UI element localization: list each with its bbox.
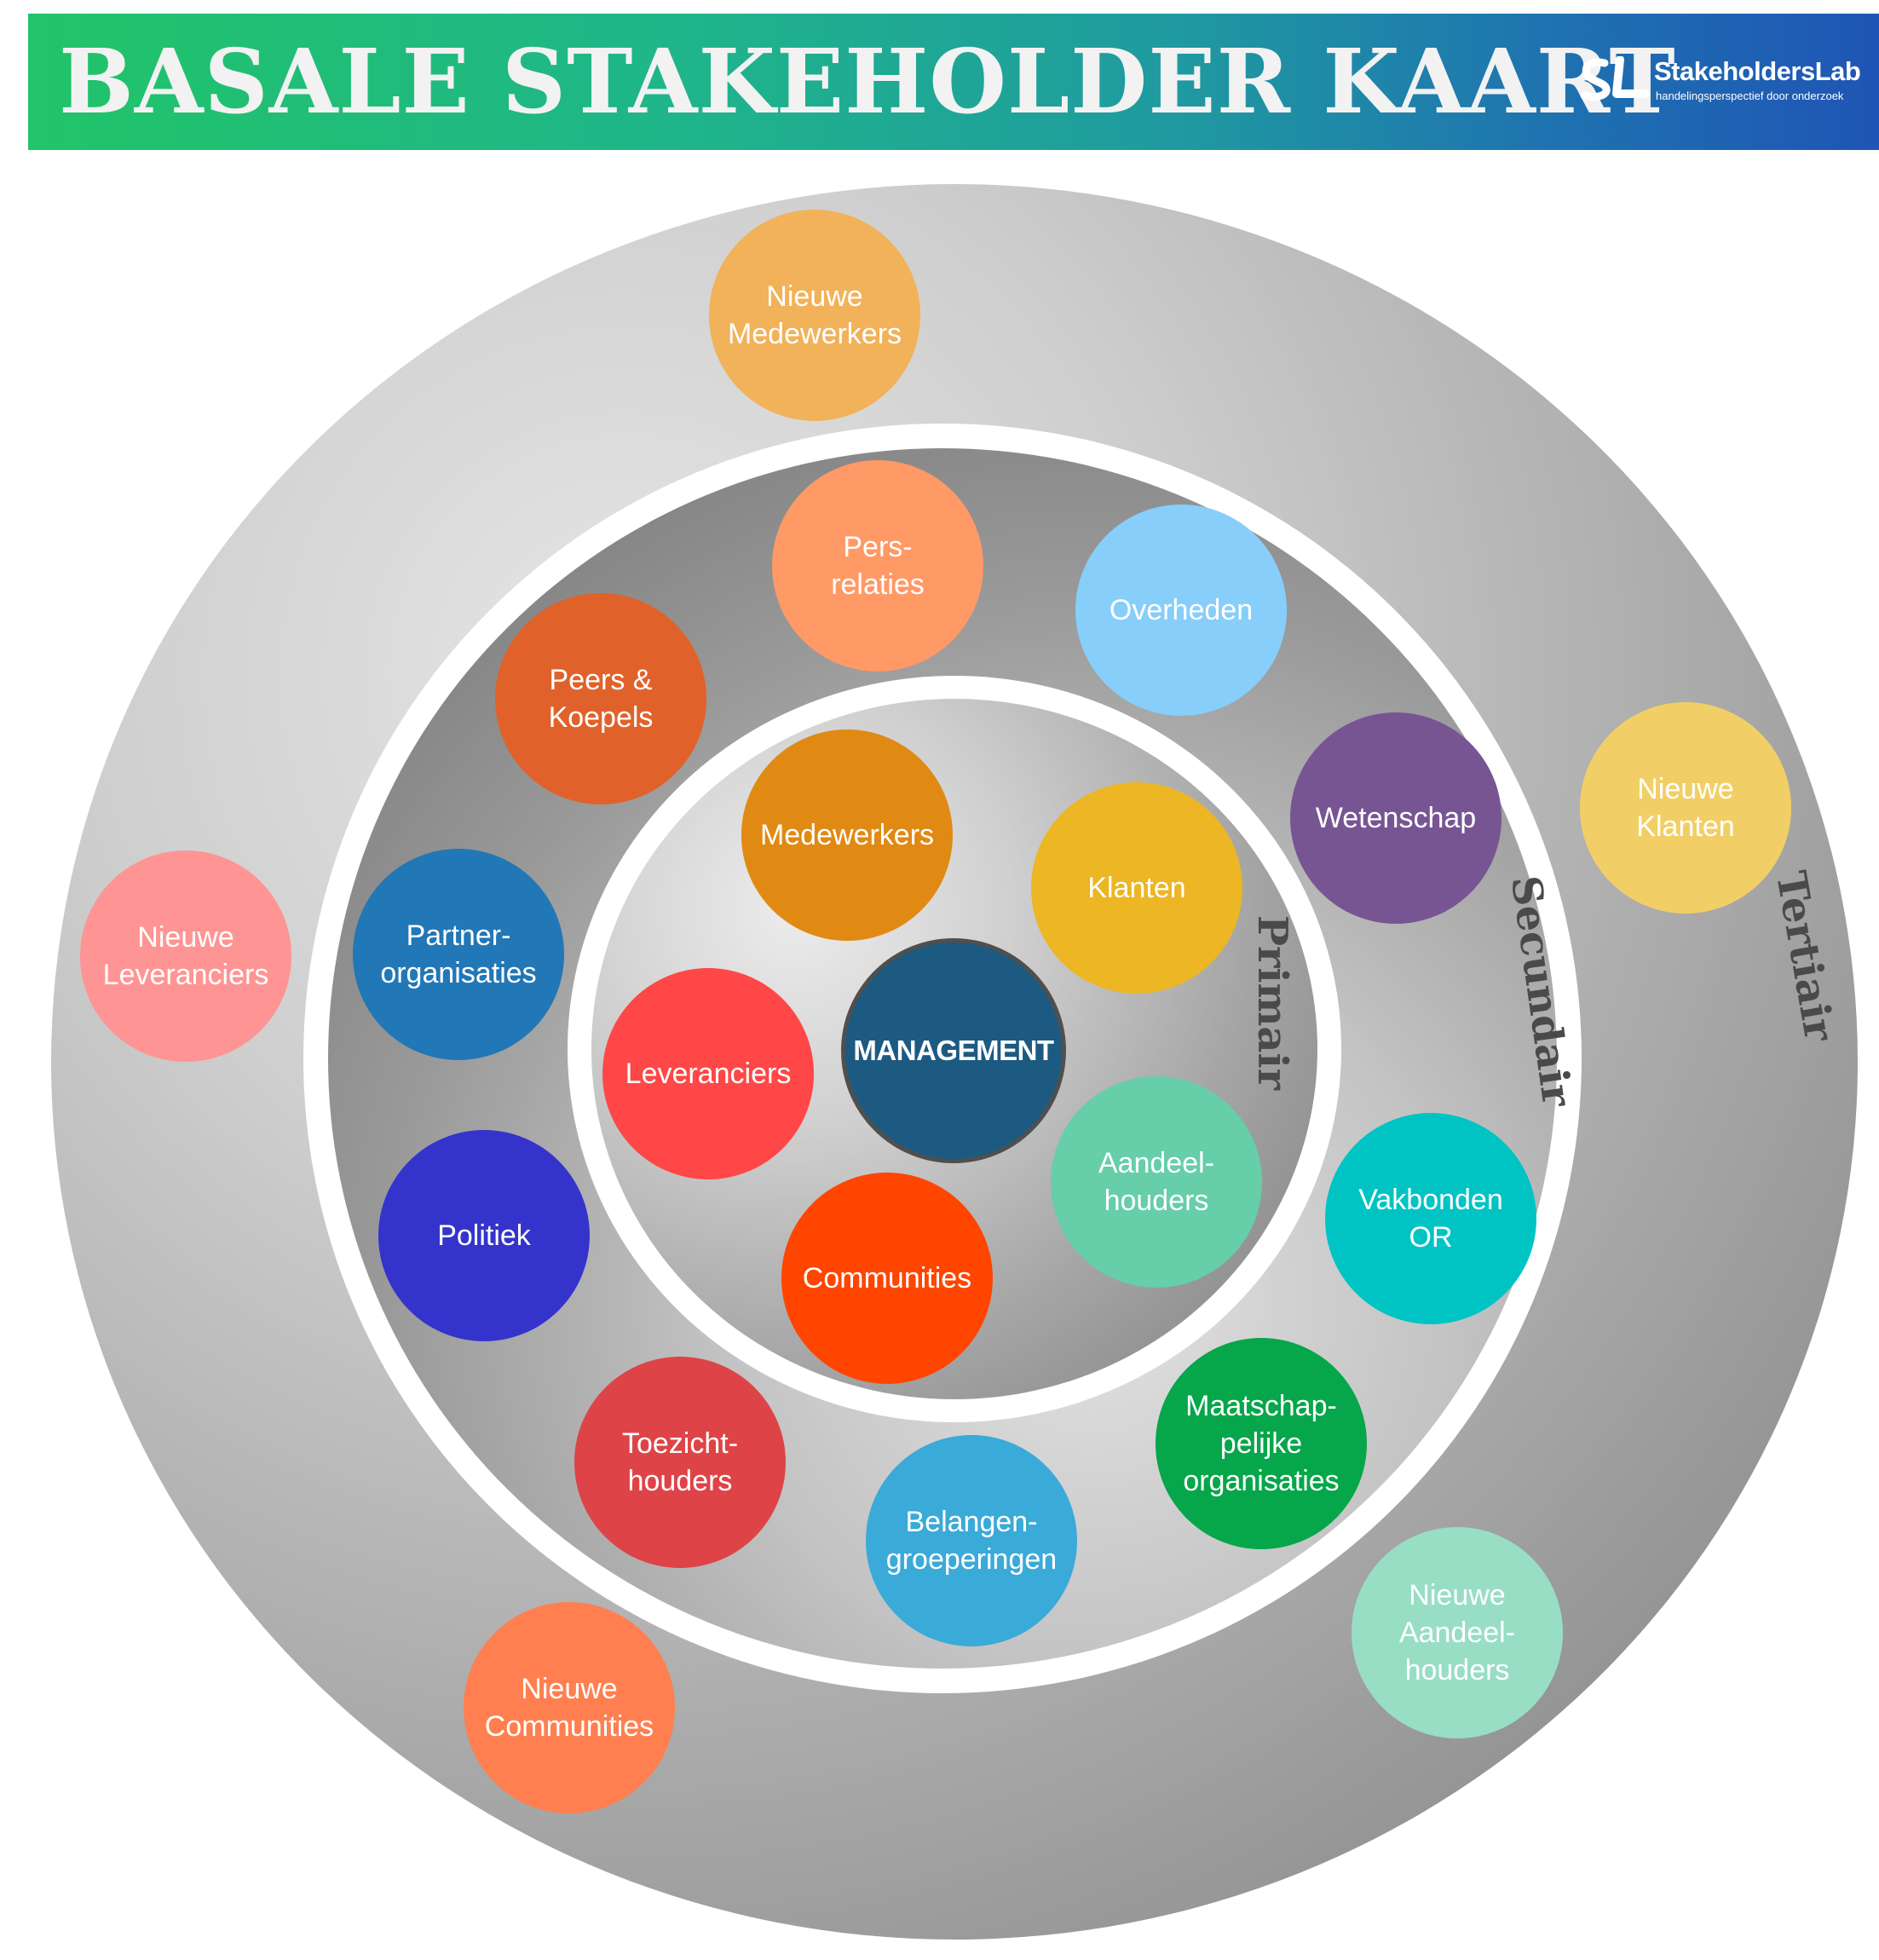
bubble-toezichthouders: Toezicht- houders: [574, 1357, 786, 1568]
bubble-nieuwe-communities: Nieuwe Communities: [464, 1602, 675, 1813]
bubble-communities: Communities: [781, 1173, 993, 1384]
bubble-label: Belangen- groeperingen: [885, 1506, 1058, 1576]
bubble-label: Overheden: [1109, 594, 1254, 626]
bubble-label: Nieuwe Leveranciers: [102, 921, 269, 991]
bubble-label: Peers & Koepels: [548, 664, 654, 734]
bubble-maatschappelijke-organisaties: Maatschap- pelijke organisaties: [1156, 1338, 1367, 1549]
bubble-label: Politiek: [437, 1219, 531, 1252]
sl-logo-mark-icon: [1580, 56, 1650, 101]
bubble-belangengroeperingen: Belangen- groeperingen: [866, 1435, 1077, 1646]
bubble-politiek: Politiek: [378, 1130, 590, 1341]
bubble-label: Nieuwe Communities: [484, 1673, 654, 1743]
bubble-nieuwe-medewerkers: Nieuwe Medewerkers: [709, 210, 920, 421]
bubble-peers-koepels: Peers & Koepels: [495, 593, 706, 804]
bubble-leveranciers: Leveranciers: [602, 968, 814, 1179]
bubble-label: Communities: [802, 1262, 972, 1294]
bubble-label: Aandeel- houders: [1098, 1147, 1215, 1217]
primary-ring-label: Primair: [1248, 915, 1296, 1091]
bubble-label: Nieuwe Aandeel- houders: [1398, 1579, 1516, 1686]
bubble-label: Wetenschap: [1315, 802, 1477, 834]
bubble-label: Pers- relaties: [831, 531, 925, 601]
bubble-wetenschap: Wetenschap: [1290, 712, 1501, 924]
management-label: MANAGEMENT: [853, 1035, 1054, 1066]
bubble-label: Nieuwe Klanten: [1636, 773, 1735, 843]
bubble-label: Vakbonden OR: [1358, 1184, 1503, 1254]
bubble-partnerorganisaties: Partner- organisaties: [353, 849, 564, 1060]
bubble-nieuwe-leveranciers: Nieuwe Leveranciers: [80, 850, 291, 1062]
bubble-label: Leveranciers: [625, 1058, 792, 1090]
bubble-overheden: Overheden: [1075, 504, 1287, 716]
bubble-label: Partner- organisaties: [380, 919, 537, 989]
header-banner: BASALE STAKEHOLDER KAART StakeholdersLab…: [28, 14, 1879, 150]
bubble-klanten: Klanten: [1031, 782, 1242, 994]
logo-name: StakeholdersLab: [1654, 56, 1861, 86]
bubble-label: Toezicht- houders: [621, 1427, 739, 1497]
bubble-aandeelhouders: Aandeel- houders: [1051, 1076, 1262, 1288]
bubble-label: Klanten: [1087, 872, 1186, 904]
bubble-medewerkers: Medewerkers: [741, 729, 953, 941]
stakeholderslab-logo: StakeholdersLab handelingsperspectief do…: [1579, 51, 1861, 128]
bubble-label: Nieuwe Medewerkers: [727, 280, 902, 350]
bubble-vakbonden-or: Vakbonden OR: [1325, 1113, 1536, 1324]
management-center: MANAGEMENT: [841, 938, 1066, 1163]
bubble-nieuwe-aandeelhouders: Nieuwe Aandeel- houders: [1352, 1527, 1563, 1738]
logo-tagline: handelingsperspectief door onderzoek: [1656, 89, 1844, 102]
page-title: BASALE STAKEHOLDER KAART: [59, 29, 1676, 134]
bubble-label: Medewerkers: [759, 819, 935, 851]
bubble-label: Maatschap- pelijke organisaties: [1183, 1390, 1340, 1497]
bubble-persrelaties: Pers- relaties: [772, 460, 983, 672]
bubble-nieuwe-klanten: Nieuwe Klanten: [1580, 702, 1791, 914]
